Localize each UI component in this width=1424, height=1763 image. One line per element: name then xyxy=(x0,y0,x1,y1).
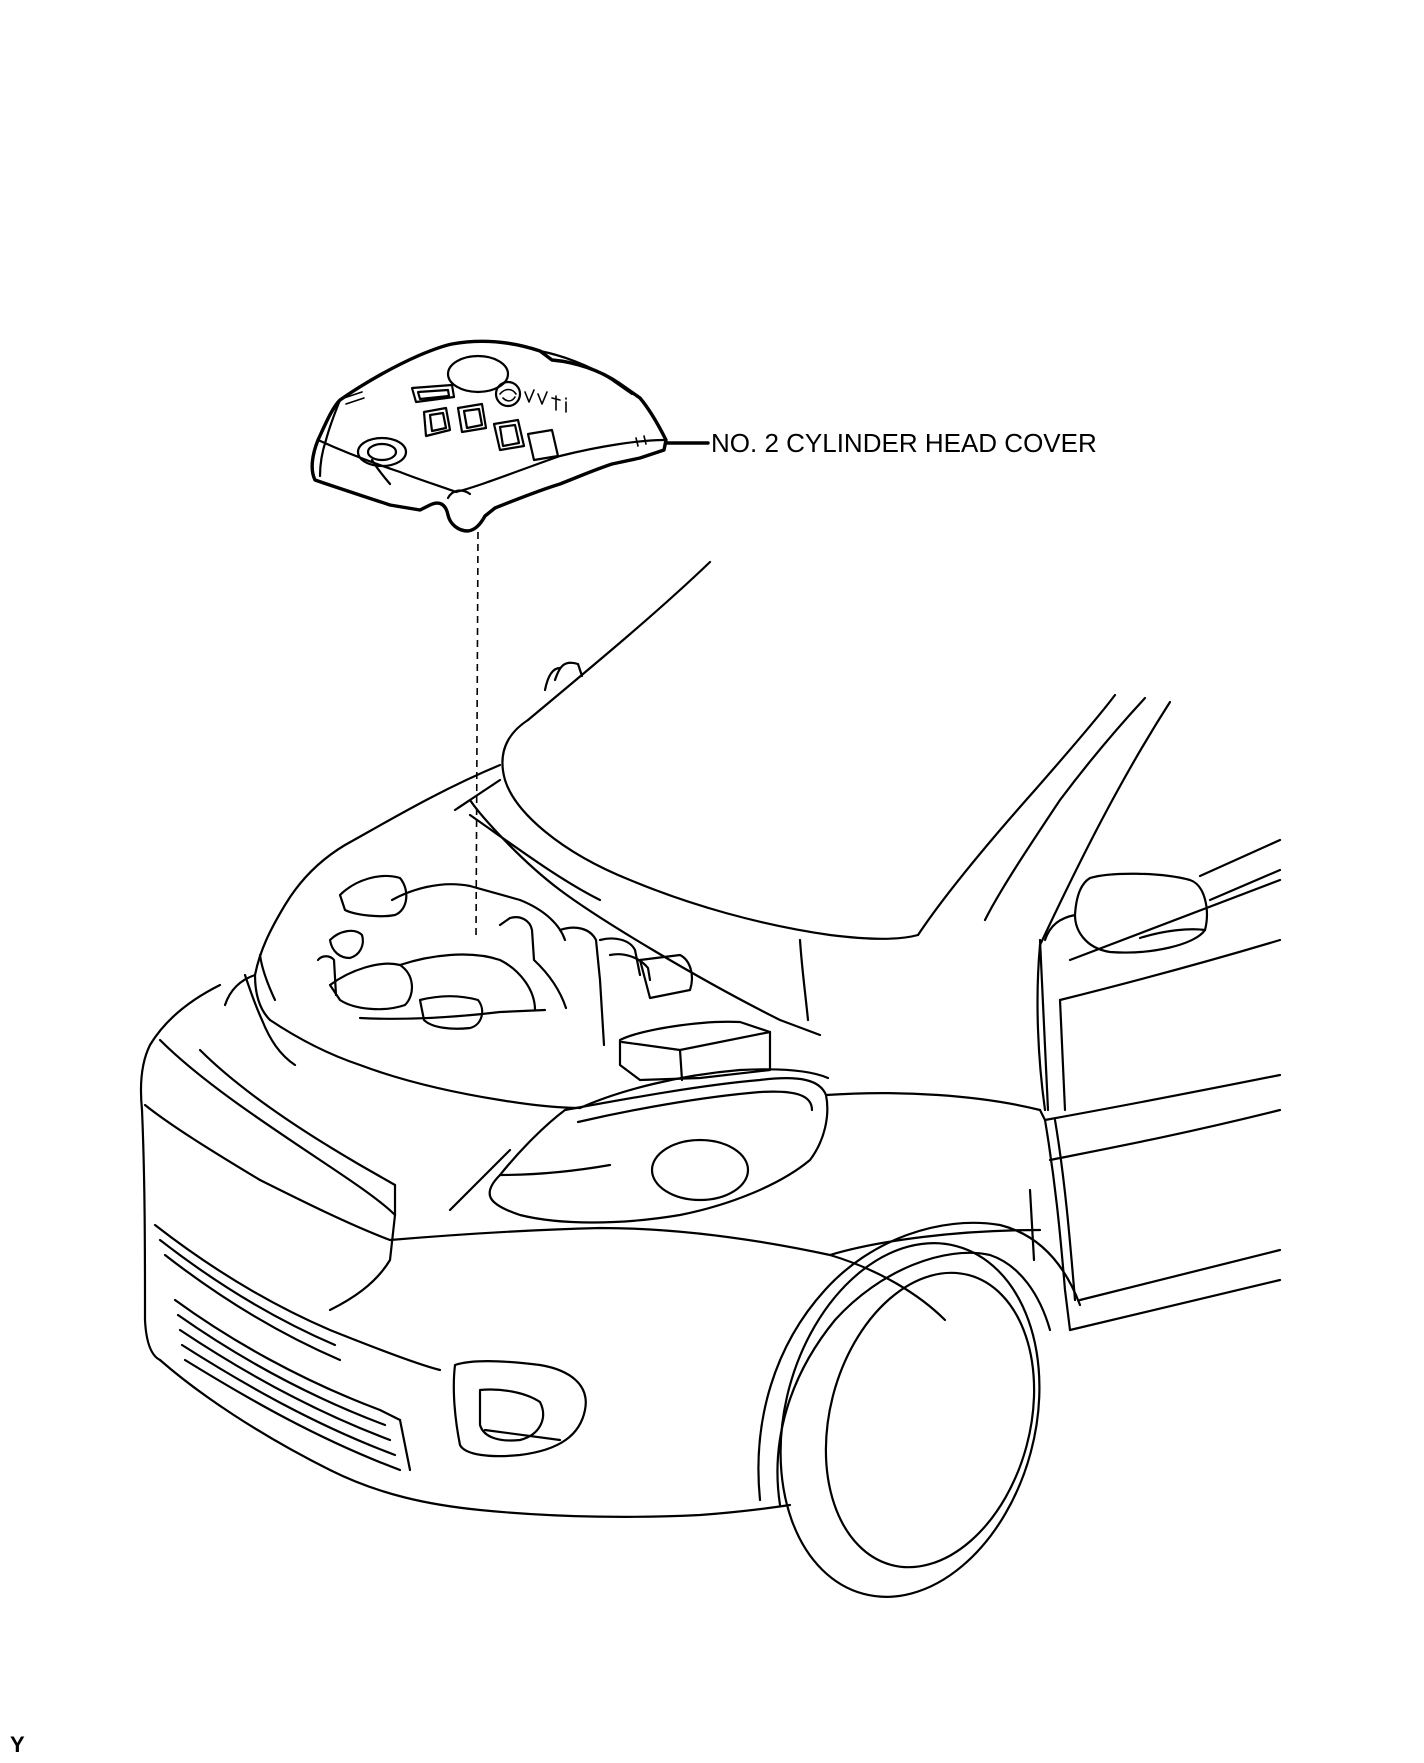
callout-group: NO. 2 CYLINDER HEAD COVER xyxy=(664,428,1097,458)
vehicle-illustration xyxy=(139,560,1282,1598)
install-position-line xyxy=(475,531,479,941)
figure-code: Y xyxy=(10,1732,25,1757)
part-label-no2-cylinder-head-cover: NO. 2 CYLINDER HEAD COVER xyxy=(711,428,1097,458)
engine-cover-illustration xyxy=(310,339,668,533)
